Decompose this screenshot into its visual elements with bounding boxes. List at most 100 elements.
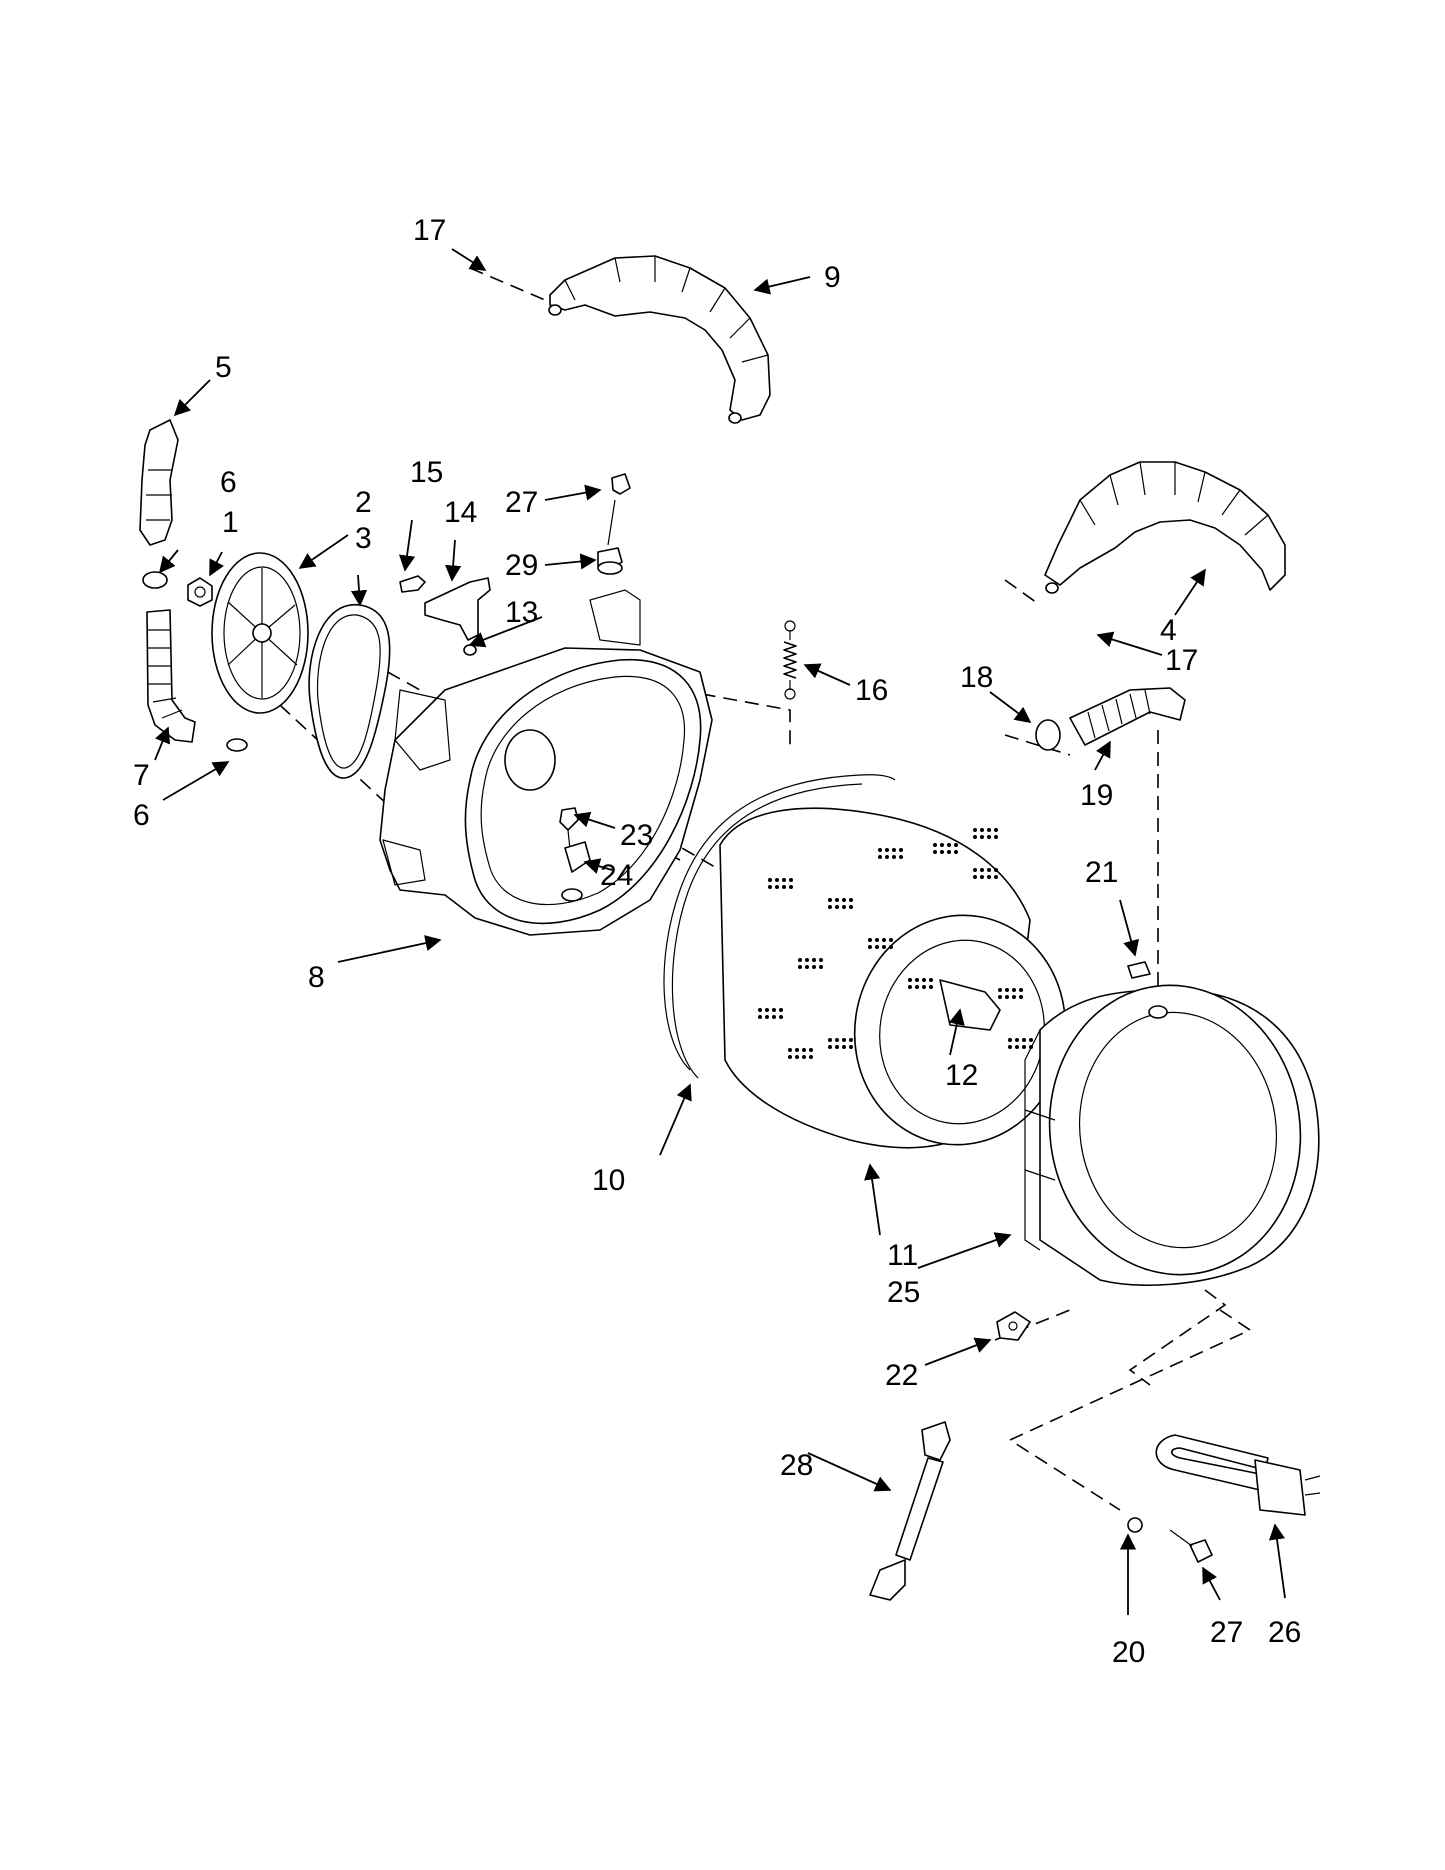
clamps-and-nut [142, 571, 248, 752]
perforation-hole [775, 878, 779, 882]
label-part-27-bottom: 27 [1210, 1616, 1243, 1649]
perforation-hole [868, 945, 872, 949]
perforation-hole [842, 1045, 846, 1049]
perforation-hole [788, 1048, 792, 1052]
perforation-hole [1012, 988, 1016, 992]
perforation-hole [835, 1045, 839, 1049]
perforation-hole [933, 850, 937, 854]
perforation-hole [819, 965, 823, 969]
rear-tub [379, 589, 713, 936]
drive-belt [308, 604, 391, 779]
perforation-hole [973, 828, 977, 832]
perforation-hole [1015, 1045, 1019, 1049]
perforation-hole [828, 905, 832, 909]
perforation-hole [987, 875, 991, 879]
perforation-hole [929, 985, 933, 989]
perforation-hole [878, 855, 882, 859]
perforation-hole [987, 868, 991, 872]
label-part-17-top: 17 [413, 214, 446, 247]
perforation-hole [772, 1015, 776, 1019]
perforation-hole [828, 1045, 832, 1049]
label-part-19: 19 [1080, 779, 1113, 812]
bottom-nut-screw [1127, 1517, 1213, 1563]
perforation-hole [795, 1048, 799, 1052]
counterweight-upper [548, 255, 771, 424]
perforation-hole [940, 850, 944, 854]
perforation-hole [772, 1008, 776, 1012]
perforation-hole [908, 978, 912, 982]
perforation-hole [987, 828, 991, 832]
label-part-24: 24 [600, 859, 633, 892]
label-part-4: 4 [1160, 614, 1177, 647]
perforation-hole [779, 1015, 783, 1019]
perforation-hole [802, 1055, 806, 1059]
perforation-hole [892, 855, 896, 859]
label-part-13: 13 [505, 596, 538, 629]
perforation-hole [812, 958, 816, 962]
label-part-29: 29 [505, 549, 538, 582]
perforation-hole [842, 1038, 846, 1042]
perforation-hole [1012, 995, 1016, 999]
perforation-hole [798, 965, 802, 969]
perforation-hole [849, 1045, 853, 1049]
perforation-hole [899, 855, 903, 859]
perforation-hole [789, 878, 793, 882]
perforation-hole [987, 835, 991, 839]
label-part-17-right: 17 [1165, 644, 1198, 677]
perforation-hole [788, 1055, 792, 1059]
perforation-hole [980, 835, 984, 839]
perforation-hole [1029, 1038, 1033, 1042]
perforation-hole [828, 1038, 832, 1042]
label-part-1: 1 [222, 506, 239, 539]
heating-element [1155, 1434, 1321, 1516]
perforation-hole [973, 875, 977, 879]
perforation-hole [868, 938, 872, 942]
perforation-hole [882, 938, 886, 942]
perforation-hole [1008, 1038, 1012, 1042]
perforation-hole [758, 1015, 762, 1019]
perforation-hole [1015, 1038, 1019, 1042]
perforation-hole [768, 878, 772, 882]
perforation-hole [922, 985, 926, 989]
label-part-6-top: 6 [220, 466, 237, 499]
perforation-hole [782, 878, 786, 882]
label-part-20: 20 [1112, 1636, 1145, 1669]
perforation-hole [994, 828, 998, 832]
perforation-hole [812, 965, 816, 969]
perforation-hole [908, 985, 912, 989]
perforation-hole [849, 898, 853, 902]
perforation-hole [889, 945, 893, 949]
perforation-hole [882, 945, 886, 949]
label-part-25: 25 [887, 1276, 920, 1309]
label-part-8: 8 [308, 961, 325, 994]
tub-bolt-and-clip [559, 807, 591, 902]
label-part-5: 5 [215, 351, 232, 384]
label-part-12: 12 [945, 1059, 978, 1092]
label-part-10: 10 [592, 1164, 625, 1197]
perforation-hole [768, 885, 772, 889]
tub-hose-assembly [1035, 687, 1186, 751]
label-part-21: 21 [1085, 856, 1118, 889]
perforation-hole [1022, 1045, 1026, 1049]
perforation-hole [1005, 995, 1009, 999]
label-part-3: 3 [355, 522, 372, 555]
label-part-14: 14 [444, 496, 477, 529]
perforation-hole [980, 875, 984, 879]
perforation-hole [973, 868, 977, 872]
perforation-hole [889, 938, 893, 942]
perforation-hole [980, 868, 984, 872]
perforation-hole [922, 978, 926, 982]
label-part-16: 16 [855, 674, 888, 707]
label-part-18: 18 [960, 661, 993, 694]
perforation-hole [915, 978, 919, 982]
perforation-hole [947, 843, 951, 847]
perforation-hole [915, 985, 919, 989]
perforation-hole [998, 988, 1002, 992]
perforation-hole [798, 958, 802, 962]
perforation-hole [789, 885, 793, 889]
perforation-hole [809, 1048, 813, 1052]
perforation-hole [875, 945, 879, 949]
perforation-hole [795, 1055, 799, 1059]
label-part-11: 11 [887, 1239, 918, 1272]
